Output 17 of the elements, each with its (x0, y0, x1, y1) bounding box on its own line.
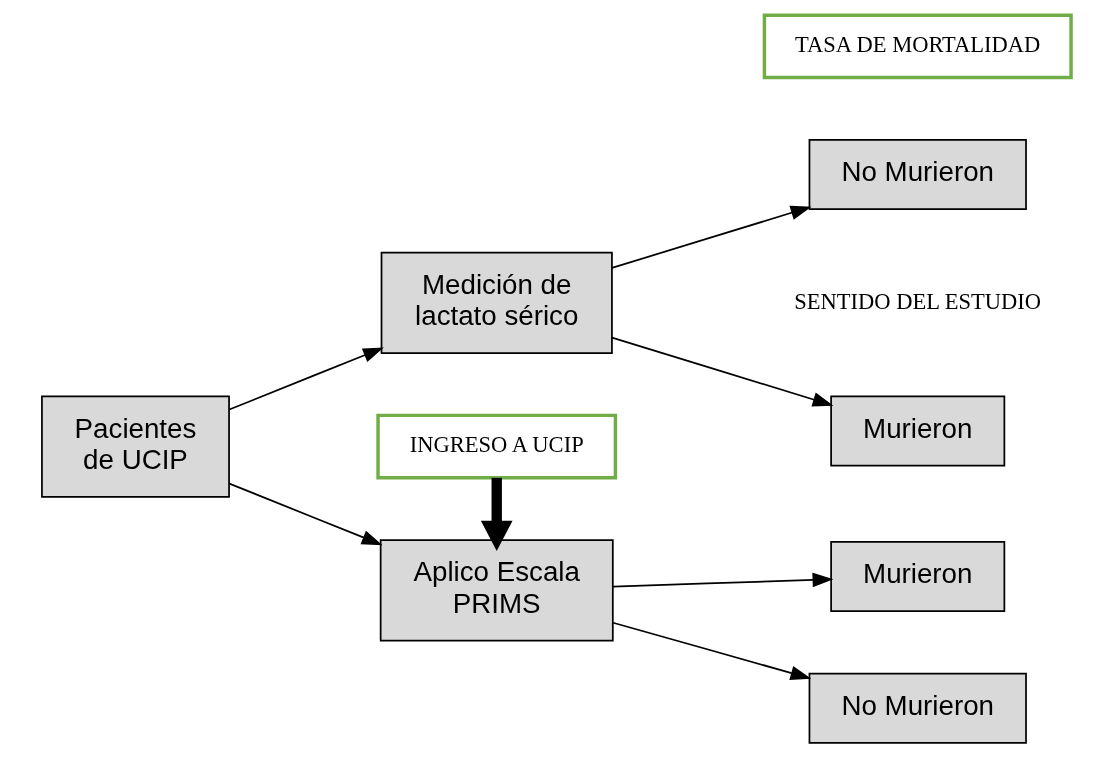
node-box: No Murieron (808, 672, 1027, 744)
arrow (612, 621, 812, 680)
arrow (480, 477, 513, 551)
node-box: Murieron (830, 541, 1006, 613)
arrow (228, 482, 383, 546)
node-box: Pacientes de UCIP (41, 395, 230, 498)
node-box: TASA DE MORTALIDAD (762, 13, 1073, 80)
node-box: INGRESO A UCIP (376, 413, 618, 480)
arrow (612, 572, 834, 588)
arrow (228, 347, 384, 411)
node-box: Aplico Escala PRIMS (379, 539, 614, 642)
node-box: Murieron (830, 395, 1006, 467)
node-box: No Murieron (808, 139, 1027, 211)
node-box: Medición de lactato sérico (380, 251, 613, 354)
arrow (611, 336, 834, 407)
label: SENTIDO DEL ESTUDIO (794, 288, 1042, 314)
arrow (611, 205, 812, 269)
